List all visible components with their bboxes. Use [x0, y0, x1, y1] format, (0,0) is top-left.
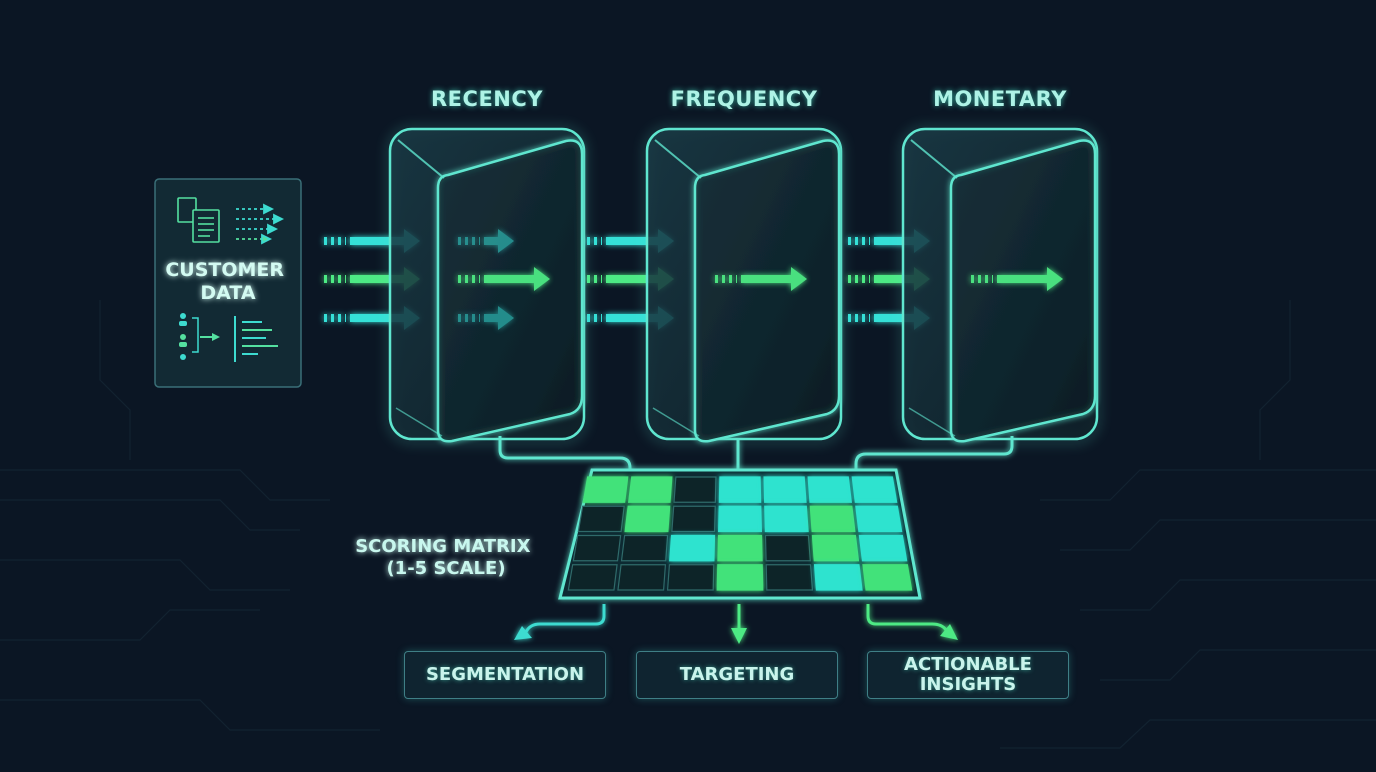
customer-data-label: CUSTOMER DATA: [165, 259, 290, 304]
matrix-cell: [855, 505, 903, 533]
matrix-cell: [673, 476, 717, 503]
arrow-to-segmentation-head: [514, 626, 532, 640]
matrix-cell: [572, 534, 622, 562]
stage-box-face: [436, 139, 584, 443]
stage-box-bevel-top: [910, 139, 958, 179]
matrix-cell: [624, 505, 671, 533]
matrix-cell: [671, 505, 716, 533]
arrow-inside-recency-mid-head: [534, 267, 550, 291]
arrow-to-insights: [866, 604, 948, 631]
arrow-to-targeting-head: [731, 628, 747, 644]
stage-box-recency: [387, 126, 587, 444]
matrix-cell: [718, 505, 762, 533]
arrow-to-insights-head: [940, 624, 958, 640]
customer-data-label-line2: DATA: [200, 282, 255, 304]
matrix-cell: [764, 505, 809, 533]
arrow-inside-recency-top-head: [498, 229, 514, 253]
matrix-cell: [567, 564, 618, 591]
matrix-cell: [764, 534, 811, 562]
stage-box-bevel-top: [654, 139, 702, 179]
matrix-cell: [617, 564, 667, 591]
matrix-cell: [666, 564, 715, 591]
arrow-inside-recency-bottom: [458, 306, 514, 330]
output-targeting-label: TARGETING: [679, 664, 795, 685]
output-segmentation-label: SEGMENTATION: [425, 664, 585, 685]
matrix-cell: [577, 505, 625, 533]
stage-box-frequency: [644, 126, 844, 444]
scoring-matrix-label-line1: SCORING MATRIX: [355, 536, 530, 557]
matrix-cell: [763, 476, 807, 503]
scoring-matrix: [558, 468, 922, 600]
stage-box-bevel-bottom: [908, 407, 956, 437]
stage-box-bevel-bottom: [395, 407, 443, 437]
connector-monetary: [854, 436, 1014, 476]
customer-data-panel: CUSTOMER DATA: [154, 178, 302, 388]
matrix-cell: [669, 534, 716, 562]
connector-recency: [498, 436, 632, 478]
arrow-inside-recency-bottom-head: [498, 306, 514, 330]
stage-boxes: [387, 126, 1100, 444]
matrix-cell: [627, 476, 673, 503]
matrix-cell: [716, 564, 764, 591]
matrix-cell: [862, 564, 913, 591]
arrow-inside-recency-mid: [458, 267, 550, 291]
stage-box-face: [693, 139, 841, 443]
customer-data-label-line1: CUSTOMER: [165, 259, 284, 281]
arrows-icon: [236, 203, 285, 245]
stage-box-monetary: [900, 126, 1100, 444]
matrix-cell: [620, 534, 669, 562]
stage-title-recency: RECENCY: [431, 87, 543, 111]
stage-title-frequency: FREQUENCY: [670, 87, 818, 111]
stage-box-bevel-bottom: [652, 407, 700, 437]
stage-box-bevel-top: [397, 139, 445, 179]
matrix-cell: [718, 476, 762, 503]
arrow-inside-recency-top: [458, 229, 514, 253]
matrix-cell: [765, 564, 814, 591]
matrix-cell: [851, 476, 898, 503]
scoring-matrix-label: SCORING MATRIX (1-5 SCALE): [355, 536, 537, 579]
arrow-inside-monetary: [971, 267, 1063, 291]
arrow-inside-monetary-head: [1047, 267, 1063, 291]
people-icon: [179, 313, 220, 360]
matrix-cell: [582, 476, 629, 503]
matrix-cell: [717, 534, 763, 562]
stage-title-monetary: MONETARY: [933, 87, 1067, 111]
matrix-cells: [567, 476, 913, 591]
scoring-matrix-label-line2: (1-5 SCALE): [386, 558, 505, 579]
arrow-inside-frequency-head: [791, 267, 807, 291]
matrix-cell: [811, 534, 860, 562]
matrix-cell: [807, 476, 853, 503]
matrix-cell: [809, 505, 856, 533]
output-arrows: [514, 604, 958, 644]
circuit-traces: [0, 300, 1376, 749]
output-segmentation: SEGMENTATION: [404, 651, 606, 699]
matrix-cell: [813, 564, 863, 591]
arrow-inside-frequency: [715, 267, 807, 291]
arrow-to-segmentation: [524, 604, 606, 633]
matrix-cell: [858, 534, 908, 562]
output-targeting: TARGETING: [636, 651, 838, 699]
documents-icon: [177, 197, 220, 243]
stage-box-face: [949, 139, 1097, 443]
bar-list-icon: [234, 316, 278, 362]
